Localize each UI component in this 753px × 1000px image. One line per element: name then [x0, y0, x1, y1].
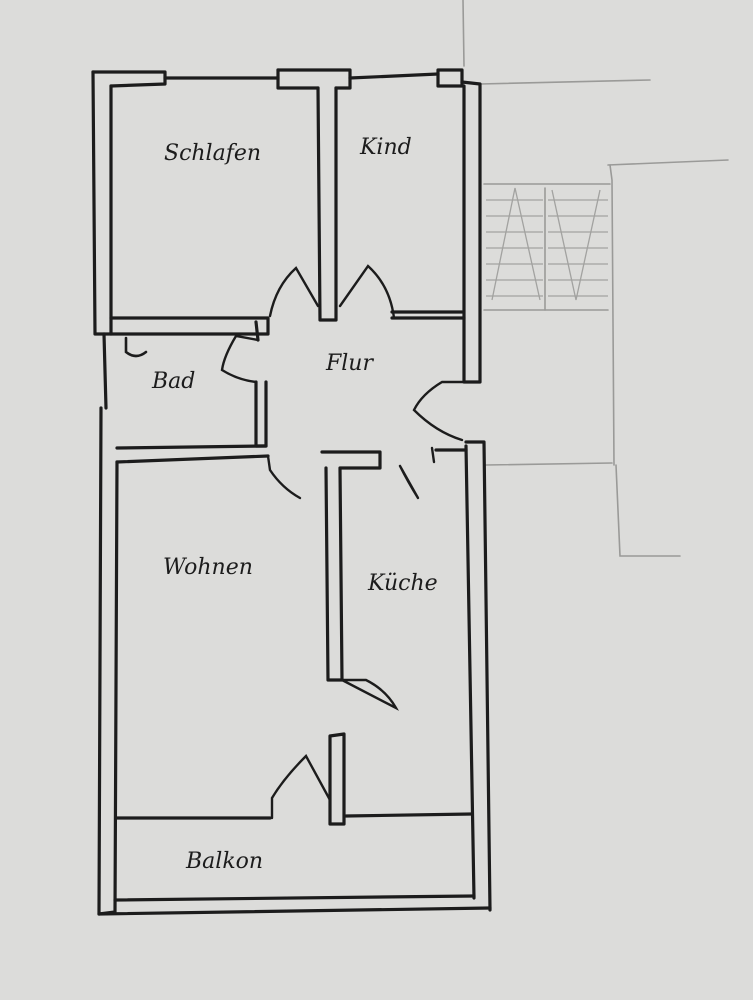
outer-walls [91, 68, 492, 916]
room-labels: Schlafen Kind Flur Bad Wohnen Küche Balk… [151, 135, 438, 874]
room-label-kueche: Küche [367, 571, 438, 596]
neighbour-building-pencil [462, 0, 729, 557]
room-label-schlafen: Schlafen [164, 141, 261, 166]
interior-walls [109, 86, 474, 826]
room-label-balkon: Balkon [185, 849, 263, 874]
room-label-flur: Flur [325, 351, 374, 376]
door-swings [220, 264, 466, 820]
room-label-kind: Kind [359, 135, 412, 160]
staircase-pencil [486, 187, 608, 301]
room-label-wohnen: Wohnen [163, 555, 253, 580]
room-label-bad: Bad [151, 369, 195, 394]
